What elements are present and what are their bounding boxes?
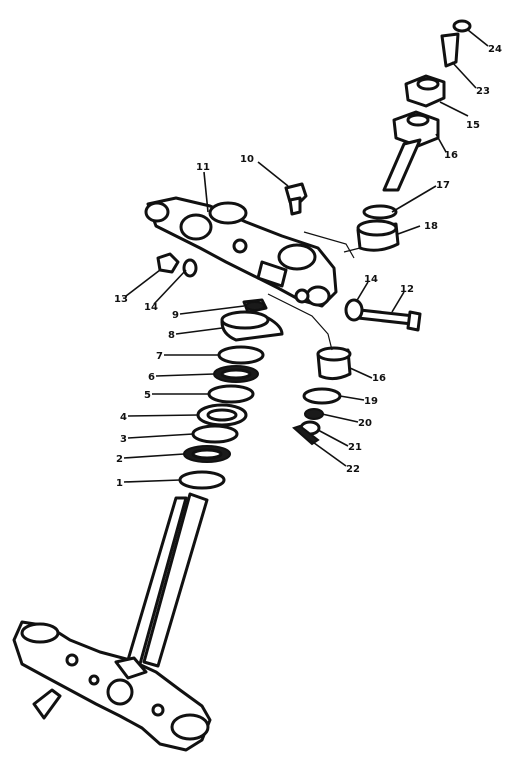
part-13-cap (156, 252, 180, 274)
part-10-bolt (284, 182, 308, 216)
label-6: 6 (148, 372, 155, 383)
label-21: 21 (348, 442, 362, 453)
label-13: 13 (114, 294, 128, 305)
part-7-seal (217, 345, 265, 365)
part-19-washer (302, 387, 342, 405)
callout-labels: 1 2 3 4 5 6 7 8 9 10 11 12 13 14 14 15 1… (114, 44, 502, 489)
part-16-damper-lower (316, 346, 352, 381)
label-11: 11 (196, 162, 210, 173)
label-16-lower: 16 (372, 373, 386, 384)
label-16-top: 16 (444, 150, 458, 161)
part-20-washer (304, 408, 324, 420)
label-19: 19 (364, 396, 378, 407)
label-24: 24 (488, 44, 502, 55)
lower-bracket-and-stem (12, 492, 212, 752)
label-14-left: 14 (144, 302, 158, 313)
label-17: 17 (436, 180, 450, 191)
label-10: 10 (240, 154, 254, 165)
label-12: 12 (400, 284, 414, 295)
label-20: 20 (358, 418, 372, 429)
label-5: 5 (144, 390, 151, 401)
part-12-bolt (356, 308, 422, 332)
label-14-right: 14 (364, 274, 378, 285)
upper-bracket (144, 196, 338, 308)
label-9: 9 (172, 310, 179, 321)
part-14-washer-right (344, 298, 364, 322)
part-23-bolt (440, 32, 460, 68)
leader-lines (123, 29, 489, 483)
part-18-damper (356, 219, 400, 252)
label-8: 8 (168, 330, 175, 341)
part-15-upper-holder (404, 74, 446, 108)
label-3: 3 (120, 434, 127, 445)
label-23: 23 (476, 86, 490, 97)
label-15: 15 (466, 120, 480, 131)
part-1-seal (178, 470, 226, 490)
label-22: 22 (346, 464, 360, 475)
label-18: 18 (424, 221, 438, 232)
part-17-washer (362, 204, 398, 220)
part-16-lower-holder (382, 110, 440, 192)
part-5-race (207, 384, 255, 404)
label-4: 4 (120, 412, 127, 423)
part-24-washer (452, 19, 472, 33)
part-22-bolt (292, 424, 320, 446)
part-14-washer-left (182, 258, 198, 278)
front-arrow-icon (32, 688, 62, 720)
part-3-race (191, 424, 239, 444)
label-1: 1 (116, 478, 123, 489)
bearing-stack (178, 298, 284, 490)
label-2: 2 (116, 454, 123, 465)
label-7: 7 (156, 351, 163, 362)
